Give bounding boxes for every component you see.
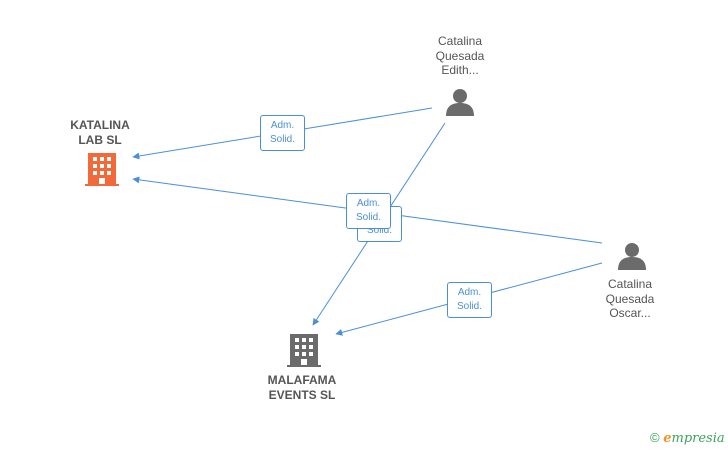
person-node-oscar[interactable]: Catalina Quesada Oscar... [590,277,670,321]
edge-label-line2: Solid. [355,212,381,223]
edge-label-line2: Solid. [456,301,482,312]
brand-watermark: © empresia [650,430,725,446]
edge-label-line1: Adm. [356,198,381,209]
company-name-line2: EVENTS SL [268,387,336,402]
building-icon [287,334,321,367]
brand-logo-e: e [663,431,672,446]
person-name-line2: Quesada [435,48,485,63]
person-name-line3: Edith... [441,63,479,77]
edge-label-edith-katalina[interactable]: Adm. Solid. [260,115,305,151]
company-name-line1: MALAFAMA [267,373,337,387]
person-node-edith[interactable]: Catalina Quesada Edith... [420,34,500,78]
edge-label-line1: Adm. [457,287,482,298]
brand-logo: empresia [663,431,724,446]
person-name-line2: Quesada [605,291,655,306]
company-name-line2: LAB SL [78,132,122,147]
person-icon [618,243,646,270]
copyright-symbol: © [650,430,660,445]
edge-label-oscar-katalina[interactable]: Adm. Solid. [346,193,391,229]
person-name-line1: Catalina [607,277,653,291]
brand-logo-rest: mpresia [671,431,725,446]
company-node-malafama[interactable]: MALAFAMA EVENTS SL [256,373,348,402]
company-node-katalina[interactable]: KATALINA LAB SL [60,118,140,147]
person-name-line3: Oscar... [609,306,651,320]
edge-label-line2: Solid. [366,225,392,236]
person-name-line1: Catalina [437,34,483,48]
edge-label-line1: Adm. [270,120,295,131]
company-name-line1: KATALINA [70,118,130,132]
edge-label-oscar-malafama[interactable]: Adm. Solid. [447,282,492,318]
building-icon [85,153,119,186]
person-icon [446,89,474,116]
edge-label-line2: Solid. [269,134,295,145]
